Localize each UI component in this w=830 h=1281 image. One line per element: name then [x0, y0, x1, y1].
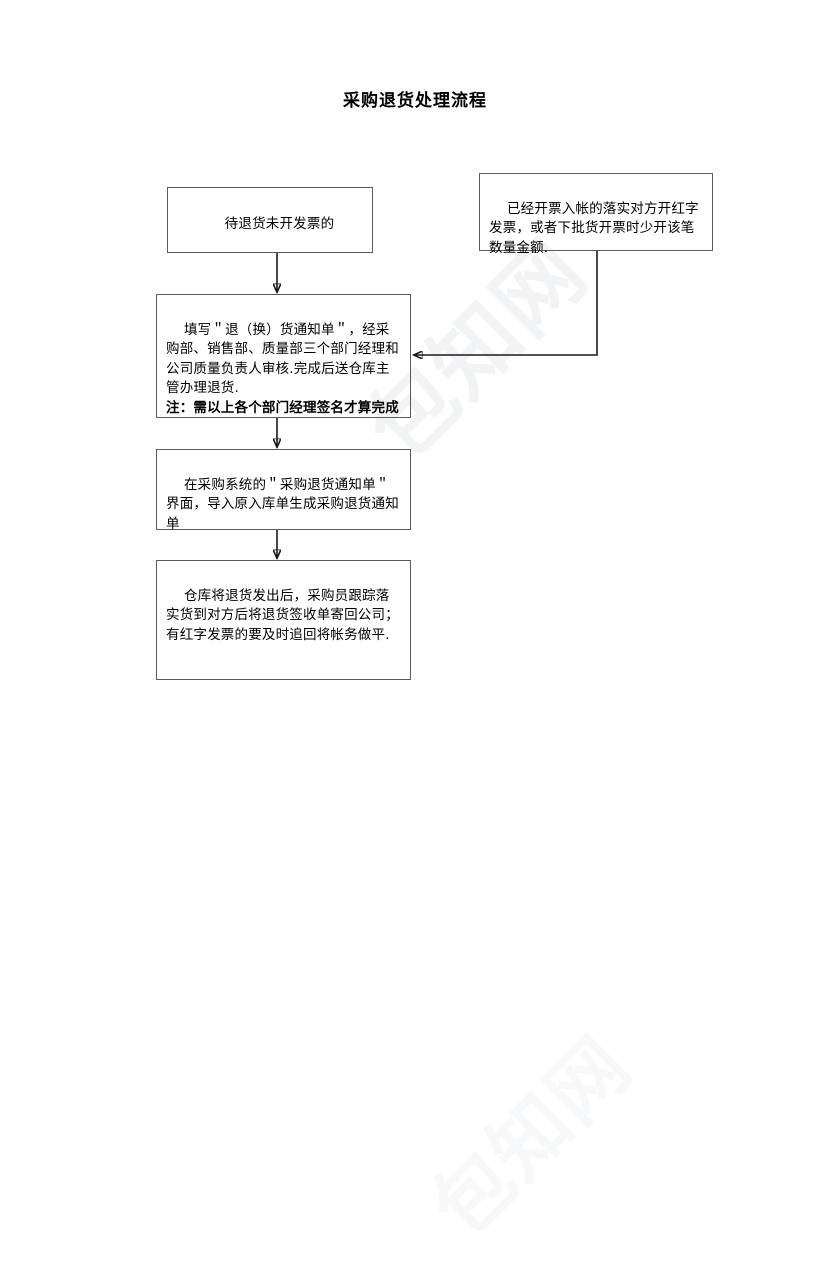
page-title: 采购退货处理流程 [343, 91, 487, 111]
node-fill-return-form-label: 填写＂退（换）货通知单＂，经采购部、销售部、质量部三个部门经理和公司质量负责人审… [166, 321, 399, 397]
watermark-bottom: 包知网 [415, 1020, 649, 1254]
node-fill-return-form: 填写＂退（换）货通知单＂，经采购部、销售部、质量部三个部门经理和公司质量负责人审… [156, 294, 411, 418]
node-invoiced-booked-label: 已经开票入帐的落实对方开红字发票，或者下批货开票时少开该笔数量金额. [489, 200, 699, 256]
page-canvas: 包知网 包知网 采购退货处理流程 待退货未开发票的 已经开票入帐的落实对方开红字… [156, 91, 713, 680]
edge-invoiced-to-fillform [414, 251, 598, 355]
node-warehouse-ship-followup-label: 仓库将退货发出后，采购员跟踪落实货到对方后将退货签收单寄回公司；有红字发票的要及… [166, 587, 399, 643]
node-invoiced-booked: 已经开票入帐的落实对方开红字发票，或者下批货开票时少开该笔数量金额. [479, 173, 713, 256]
node-await-return-no-invoice: 待退货未开发票的 [167, 187, 373, 253]
node-fill-return-form-note: 注：需以上各个部门经理签名才算完成 [166, 399, 399, 416]
node-warehouse-ship-followup: 仓库将退货发出后，采购员跟踪落实货到对方后将退货签收单寄回公司；有红字发票的要及… [156, 560, 411, 680]
node-await-return-no-invoice-label: 待退货未开发票的 [224, 215, 335, 232]
node-purchase-system-entry-label: 在采购系统的＂采购退货通知单＂界面，导入原入库单生成采购退货通知单 [166, 476, 399, 532]
node-purchase-system-entry: 在采购系统的＂采购退货通知单＂界面，导入原入库单生成采购退货通知单 [156, 449, 411, 532]
